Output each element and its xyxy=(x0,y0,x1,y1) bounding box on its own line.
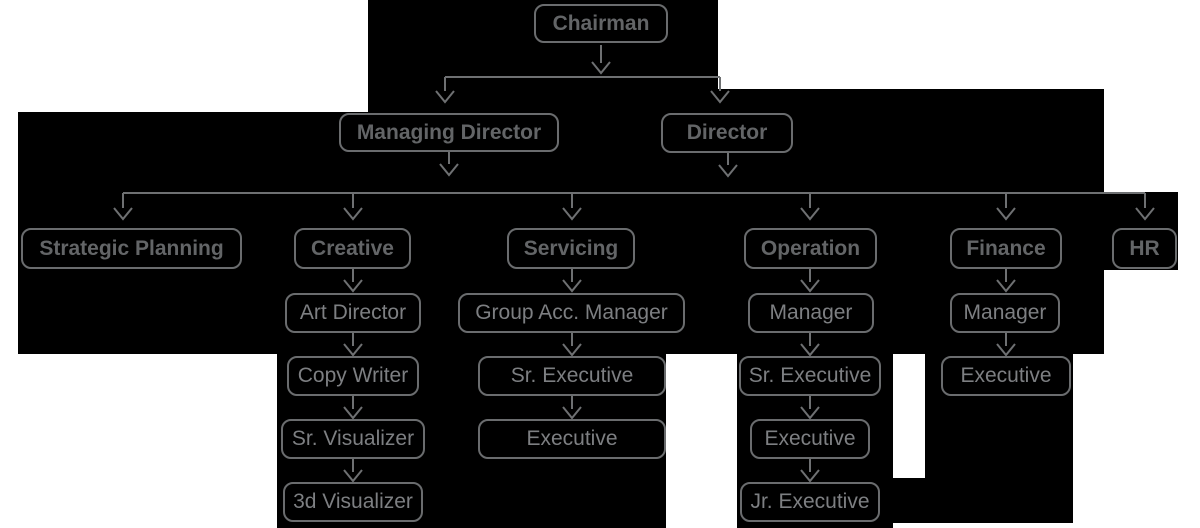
arrow-servicing-chain-3 xyxy=(562,396,582,420)
arrow-chairman-down xyxy=(591,45,611,75)
org-node-group-acc-manager: Group Acc. Manager xyxy=(458,293,685,333)
background-block xyxy=(925,354,1073,523)
arrow-to-hr xyxy=(1135,193,1155,221)
org-node-copy-writer: Copy Writer xyxy=(287,356,419,396)
org-node-operation-sr-executive: Sr. Executive xyxy=(739,356,881,396)
org-node-sr-visualizer: Sr. Visualizer xyxy=(281,419,425,459)
org-node-operation-executive: Executive xyxy=(750,419,870,459)
arrow-operation-chain-1 xyxy=(800,269,820,293)
org-node-chairman: Chairman xyxy=(534,4,668,43)
background-block xyxy=(277,354,666,528)
org-node-finance: Finance xyxy=(950,228,1062,269)
org-node-operation: Operation xyxy=(744,228,877,269)
background-block xyxy=(893,478,925,523)
arrow-servicing-chain-1 xyxy=(562,269,582,293)
arrow-creative-chain-4 xyxy=(343,459,363,483)
arrow-to-operation xyxy=(800,193,820,221)
org-node-servicing-executive: Executive xyxy=(478,419,666,459)
org-node-creative: Creative xyxy=(294,228,411,269)
arrow-to-creative xyxy=(343,193,363,221)
arrow-operation-chain-2 xyxy=(800,333,820,357)
org-node-managing-director: Managing Director xyxy=(339,113,559,152)
background-block xyxy=(737,354,893,528)
arrow-to-finance xyxy=(996,193,1016,221)
arrow-finance-chain-1 xyxy=(996,269,1016,293)
org-node-finance-executive: Executive xyxy=(941,356,1071,396)
arrow-to-managing-director xyxy=(435,77,455,104)
arrow-managing-director-down xyxy=(439,152,459,177)
background-block xyxy=(718,89,1104,113)
org-node-servicing: Servicing xyxy=(507,228,635,269)
arrow-director-down xyxy=(718,153,738,178)
arrow-finance-chain-2 xyxy=(996,333,1016,357)
arrow-operation-chain-3 xyxy=(800,396,820,420)
arrow-to-strategic-planning xyxy=(113,193,133,221)
arrow-creative-chain-2 xyxy=(343,333,363,357)
org-node-operation-jr-executive: Jr. Executive xyxy=(740,482,880,522)
background-block xyxy=(368,0,718,112)
arrow-operation-chain-4 xyxy=(800,459,820,483)
org-node-finance-manager: Manager xyxy=(950,293,1060,333)
org-node-hr: HR xyxy=(1112,228,1177,269)
org-node-3d-visualizer: 3d Visualizer xyxy=(283,482,423,522)
org-node-servicing-sr-executive: Sr. Executive xyxy=(478,356,666,396)
background-block xyxy=(18,112,1104,354)
org-node-strategic-planning: Strategic Planning xyxy=(21,228,242,269)
org-node-director: Director xyxy=(661,113,793,153)
arrow-to-director xyxy=(710,77,730,104)
org-node-art-director: Art Director xyxy=(285,293,421,333)
org-node-operation-manager: Manager xyxy=(748,293,874,333)
arrow-creative-chain-1 xyxy=(343,269,363,293)
arrow-servicing-chain-2 xyxy=(562,333,582,357)
arrow-to-servicing xyxy=(562,193,582,221)
arrow-creative-chain-3 xyxy=(343,396,363,420)
